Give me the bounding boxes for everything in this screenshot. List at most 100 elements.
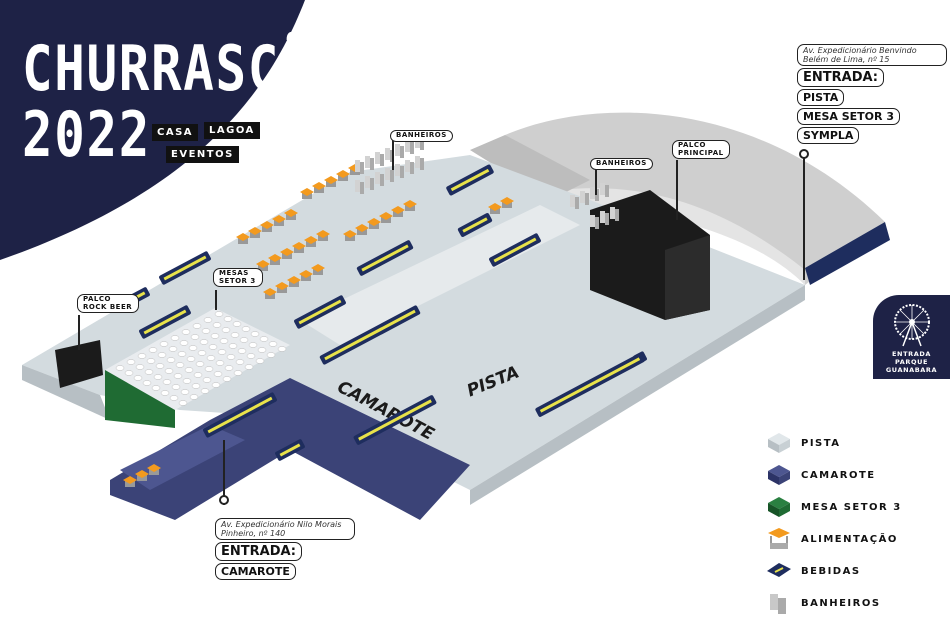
seat	[160, 390, 170, 396]
restroom-side	[380, 154, 384, 166]
mesa-setor-3-side	[105, 370, 175, 428]
seat	[199, 339, 209, 345]
restroom-side	[605, 213, 609, 225]
restroom-front	[415, 156, 420, 168]
seat	[135, 364, 145, 370]
bars	[120, 164, 647, 461]
food-stall-roof	[292, 242, 306, 250]
seat	[228, 343, 238, 349]
bar-counter-stripe	[358, 399, 432, 441]
seat	[142, 380, 152, 386]
bar-icon	[767, 563, 791, 577]
food-stall-roof	[304, 236, 318, 244]
seat	[204, 366, 214, 372]
bar-counter	[203, 392, 277, 438]
seat	[222, 376, 232, 382]
bar-counter-stripe	[493, 237, 537, 263]
seat	[202, 377, 212, 383]
seat	[248, 342, 258, 348]
entrance-pista-address: Av. Expedicionário Benvindo Belém de Lim…	[797, 44, 947, 67]
seat	[239, 337, 249, 343]
restroom-side	[400, 146, 404, 158]
seat	[213, 371, 223, 377]
restroom	[375, 172, 384, 186]
bar-counter	[159, 251, 211, 285]
restroom-side	[420, 158, 424, 170]
entrance-camarote-heading: ENTRADA:	[215, 542, 302, 562]
bar-counter-stripe	[361, 244, 409, 272]
food-stall-roof	[260, 221, 274, 229]
food-stall-roof	[355, 224, 369, 232]
restroom-front	[590, 187, 595, 199]
food-stall	[300, 188, 314, 199]
restroom	[405, 140, 414, 154]
ferris-wheel-icon	[893, 304, 930, 347]
seat	[133, 375, 143, 381]
food-stall-roof	[256, 260, 270, 268]
food-stall-roof	[311, 264, 325, 272]
food-stall	[280, 248, 294, 259]
restroom-front	[590, 215, 595, 227]
seat	[201, 328, 211, 334]
food-stall-roof	[379, 212, 393, 220]
food-stall-roof	[263, 288, 277, 296]
bar-counter-stripe	[163, 255, 207, 281]
seat	[211, 382, 221, 388]
bar-counter-stripe	[324, 309, 416, 361]
food-stall-icon	[768, 528, 790, 549]
bar-counter	[446, 164, 494, 196]
bar-counter	[457, 213, 493, 237]
seat	[255, 358, 265, 364]
restroom-front	[405, 140, 410, 152]
pista-floor-edge-right	[470, 285, 805, 505]
food-stall-roof	[284, 209, 298, 217]
tag-casa: CASA	[152, 124, 199, 141]
food-stall-roof	[316, 230, 330, 238]
restroom-front	[610, 207, 615, 219]
restroom	[600, 183, 609, 197]
restroom-front	[570, 195, 575, 207]
restroom-side	[410, 142, 414, 154]
restroom-front	[600, 211, 605, 223]
bar-counter	[489, 233, 541, 267]
food-stalls	[123, 164, 514, 487]
seat	[259, 336, 269, 342]
restroom-side	[410, 162, 414, 174]
food-stall	[311, 264, 325, 275]
seat	[148, 347, 158, 353]
pista-block-icon	[768, 433, 790, 453]
food-stall	[272, 215, 286, 226]
seat	[244, 364, 254, 370]
seat	[212, 322, 222, 328]
seat	[206, 355, 216, 361]
seat	[178, 400, 188, 406]
seat	[159, 341, 169, 347]
seat	[181, 329, 191, 335]
seat	[184, 367, 194, 373]
walkway	[300, 205, 580, 345]
restroom-side	[595, 217, 599, 229]
seat	[180, 389, 190, 395]
seat	[241, 326, 251, 332]
food-stall	[304, 236, 318, 247]
seat	[232, 321, 242, 327]
food-stall	[123, 476, 137, 487]
restroom-front	[600, 183, 605, 195]
restroom-icon	[770, 594, 786, 614]
entrance-pista-heading: ENTRADA:	[797, 68, 884, 88]
restroom-front	[355, 160, 360, 172]
restroom-side	[585, 193, 589, 205]
seat	[153, 374, 163, 380]
legend-label: ALIMENTAÇÃO	[801, 533, 898, 545]
food-stall-roof	[147, 464, 161, 472]
seat	[157, 352, 167, 358]
food-stall-roof	[287, 276, 301, 284]
label-banheiros: BANHEIROS	[590, 158, 653, 170]
seat	[226, 354, 236, 360]
food-stall-roof	[367, 218, 381, 226]
food-stall-roof	[324, 176, 338, 184]
seat	[250, 331, 260, 337]
food-stall-roof	[248, 227, 262, 235]
seat	[146, 358, 156, 364]
food-stall	[263, 288, 277, 299]
